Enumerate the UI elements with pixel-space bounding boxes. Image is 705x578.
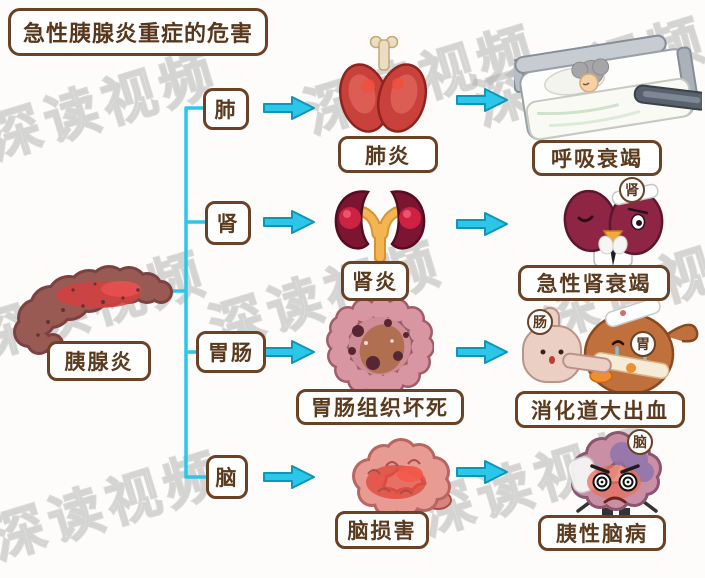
pancreas-icon xyxy=(13,265,173,355)
stomach-badge: 胃 xyxy=(630,331,656,357)
gi-hemorrhage-label: 消化道大出血 xyxy=(515,391,685,428)
pancreatic-encephalopathy-label: 胰性脑病 xyxy=(538,515,666,551)
branch-label-gut: 胃肠 xyxy=(196,331,266,373)
brain-badge: 脑 xyxy=(627,429,653,455)
kidney-badge: 肾 xyxy=(619,177,645,203)
respiratory-failure-label: 呼吸衰竭 xyxy=(532,140,662,176)
arrow-icon xyxy=(456,88,508,112)
arrow-icon xyxy=(263,210,315,234)
kidneys-icon xyxy=(334,190,426,264)
branch-label-brain: 脑 xyxy=(206,455,248,499)
sick-brain-character-icon xyxy=(567,431,662,527)
acute-renal-failure-label: 急性肾衰竭 xyxy=(518,265,670,301)
pneumonia-label: 肺炎 xyxy=(338,136,438,173)
brain-damage-label: 脑损害 xyxy=(335,511,429,549)
arrow-icon xyxy=(263,96,315,120)
watermark-text: 深读视频 xyxy=(0,440,232,572)
arrow-icon xyxy=(263,465,315,489)
lungs-icon xyxy=(338,36,428,133)
pancreatitis-label: 胰腺炎 xyxy=(47,341,151,381)
arrow-icon xyxy=(263,340,315,364)
intestine-badge: 肠 xyxy=(527,309,553,335)
branch-label-kidney: 肾 xyxy=(205,201,251,245)
nephritis-label: 肾炎 xyxy=(341,261,409,301)
branch-label-lung: 肺 xyxy=(203,88,249,130)
arrow-icon xyxy=(456,212,508,236)
patient-in-bed-icon xyxy=(514,34,702,141)
arrow-icon xyxy=(456,460,508,484)
arrow-icon xyxy=(456,340,508,364)
gi-necrosis-label: 胃肠组织坏死 xyxy=(296,389,464,425)
brain-icon xyxy=(352,438,452,517)
page-title: 急性胰腺炎重症的危害 xyxy=(8,8,269,56)
intestines-icon xyxy=(326,299,434,391)
